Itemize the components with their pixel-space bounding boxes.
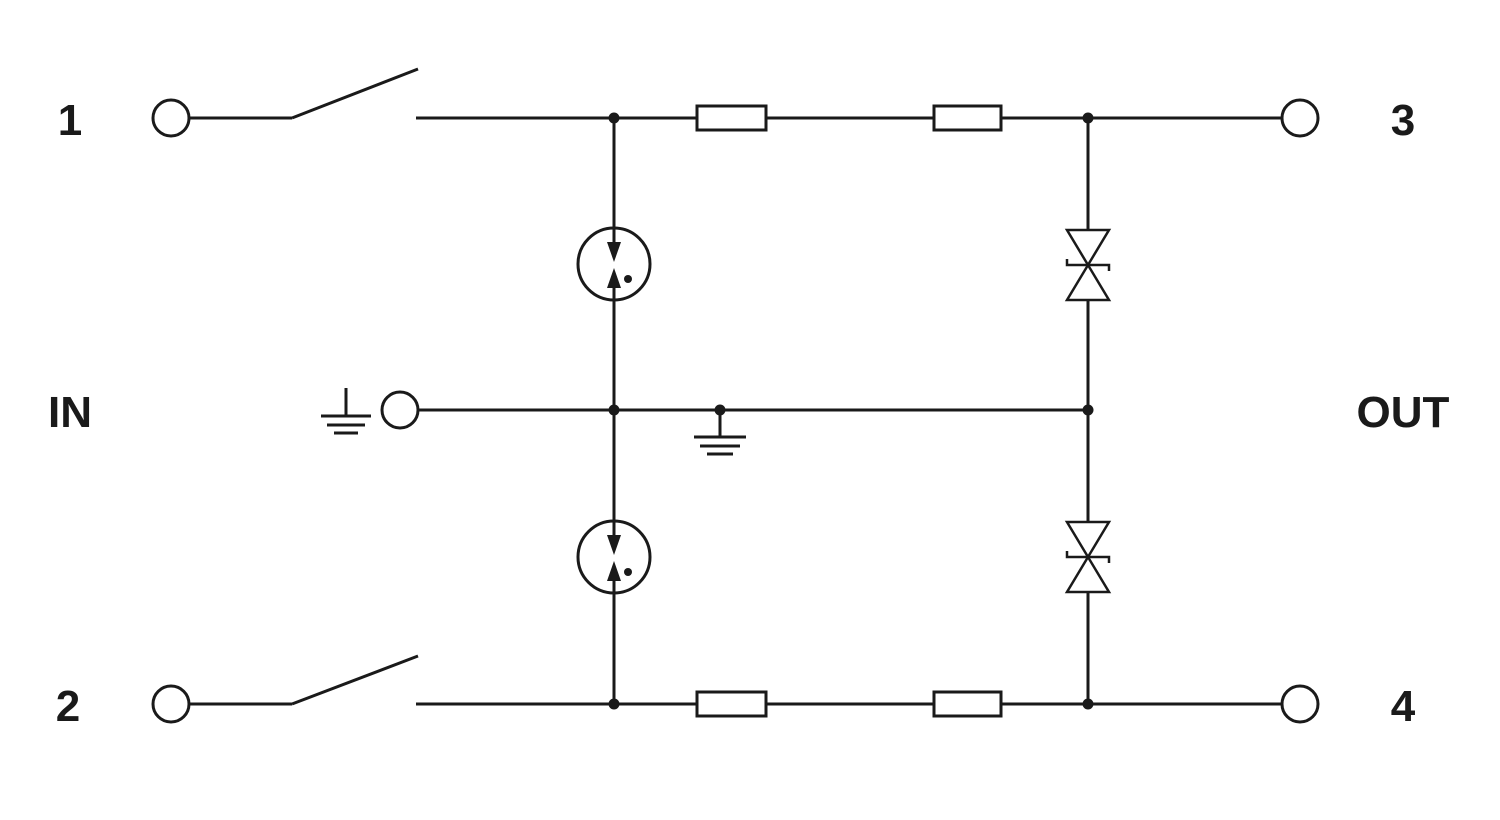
switch-icon bbox=[291, 67, 419, 120]
input-side-label: IN bbox=[48, 388, 92, 437]
resistor-icon bbox=[932, 104, 1003, 132]
left-vertical-branch bbox=[576, 118, 652, 704]
terminal-label-1: 1 bbox=[58, 96, 82, 145]
resistor-icon bbox=[695, 690, 768, 718]
gas-discharge-tube-icon bbox=[576, 519, 652, 595]
ground-line bbox=[321, 388, 1088, 456]
top-line bbox=[189, 67, 1282, 132]
tvs-diode-icon bbox=[1064, 228, 1112, 302]
terminal-icon bbox=[151, 684, 191, 724]
terminal-icon bbox=[1280, 98, 1320, 138]
output-side-label: OUT bbox=[1357, 388, 1450, 437]
terminals bbox=[151, 98, 1320, 724]
terminal-icon bbox=[151, 98, 191, 138]
terminal-label-3: 3 bbox=[1391, 96, 1415, 145]
resistor-icon bbox=[932, 690, 1003, 718]
ground-icon bbox=[321, 388, 371, 435]
ground-icon bbox=[694, 435, 746, 456]
terminal-label-2: 2 bbox=[56, 682, 80, 731]
switch-icon bbox=[291, 654, 419, 706]
terminal-icon bbox=[1280, 684, 1320, 724]
terminal-label-4: 4 bbox=[1391, 682, 1416, 731]
resistor-icon bbox=[695, 104, 768, 132]
gas-discharge-tube-icon bbox=[576, 226, 652, 302]
bottom-line bbox=[189, 654, 1282, 718]
junctions bbox=[608, 112, 1094, 710]
terminal-icon bbox=[380, 390, 420, 430]
tvs-diode-icon bbox=[1064, 520, 1112, 594]
